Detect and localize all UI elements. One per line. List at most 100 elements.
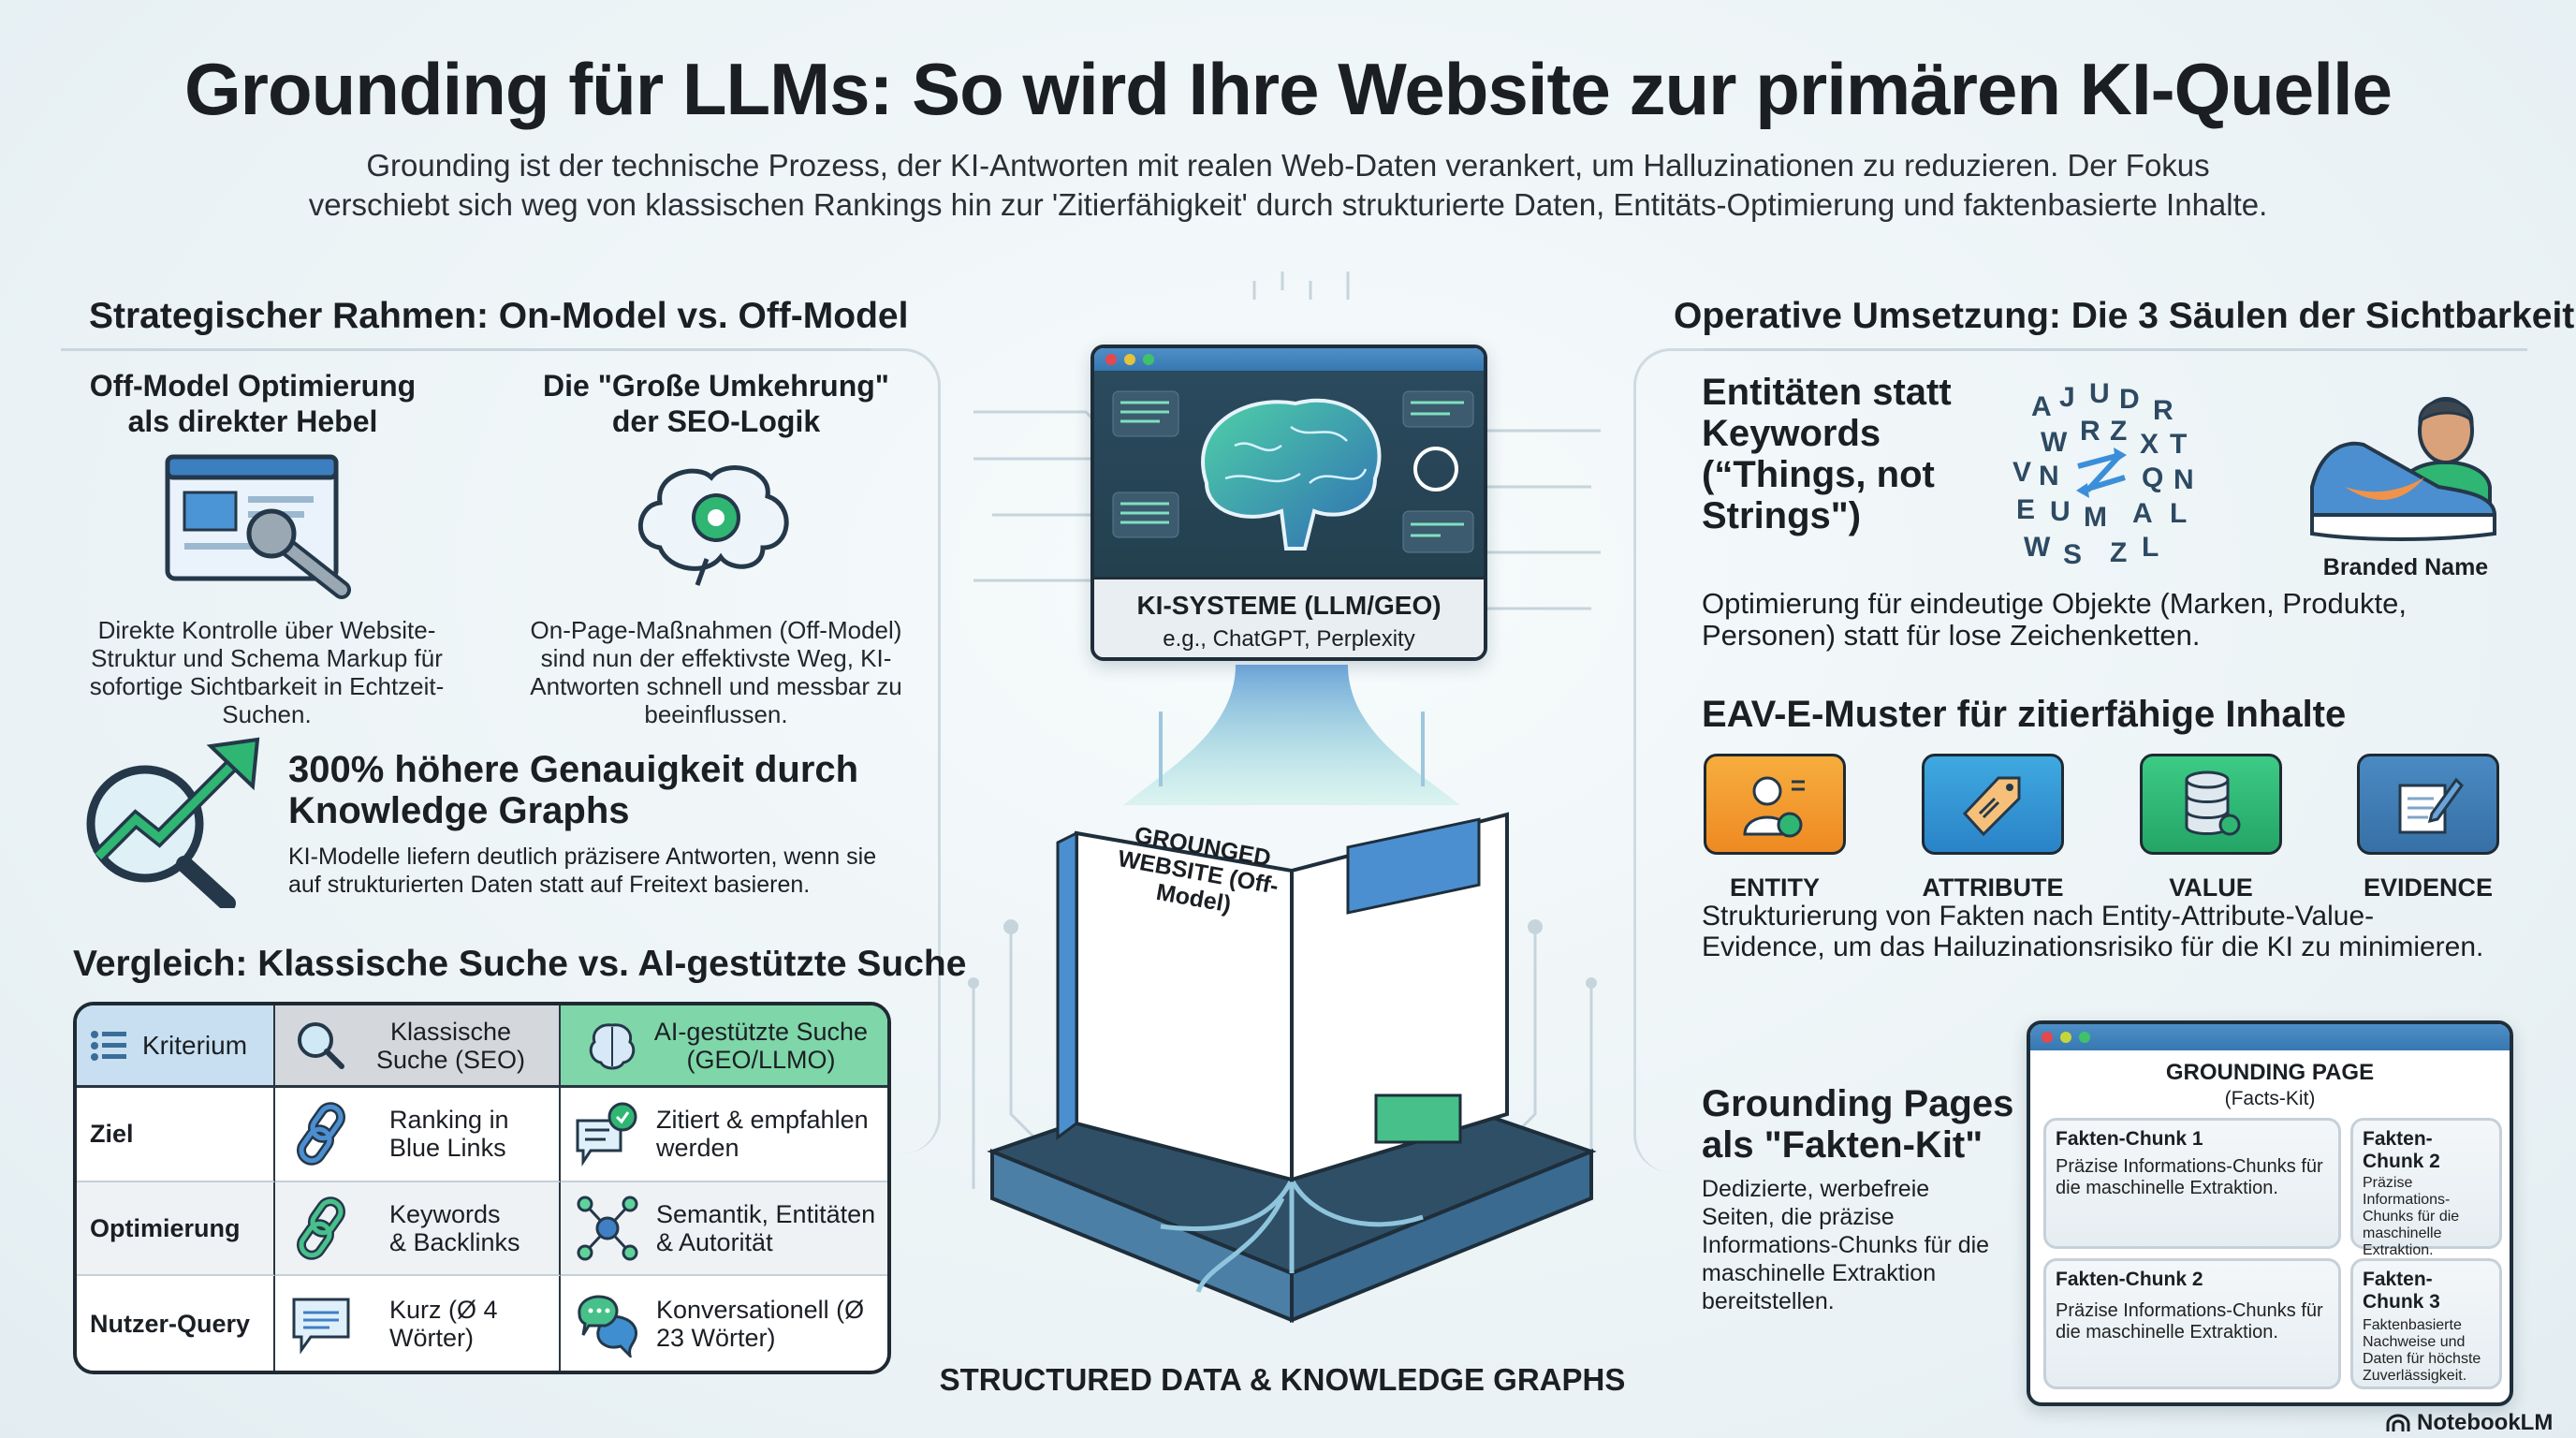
brand-label: NotebookLM bbox=[2417, 1410, 2554, 1435]
divider bbox=[1676, 348, 2527, 351]
header-label: Kriterium bbox=[142, 1030, 248, 1060]
section-frame bbox=[871, 348, 941, 1153]
chunk-text: Präzise Informations-Chunks für die masc… bbox=[2056, 1300, 2323, 1343]
cell-text: Semantik, Entitäten & Autorität bbox=[656, 1199, 876, 1256]
letter: R bbox=[2153, 395, 2174, 426]
eav-label: ATTRIBUTE bbox=[1922, 873, 2064, 902]
brain-icon bbox=[589, 1022, 636, 1069]
row-label-nutzer-query: Nutzer-Query bbox=[77, 1276, 275, 1371]
letter: W bbox=[2041, 427, 2068, 458]
entity-icon bbox=[1704, 754, 1846, 855]
entities-title: Entitäten statt Keywords (“Things, not S… bbox=[1702, 372, 1952, 536]
fakten-chunk-card: Fakten-Chunk 2 Präzise Informations-Chunk… bbox=[2043, 1258, 2341, 1389]
cell-text: Kurz (Ø 4 Wörter) bbox=[389, 1295, 498, 1352]
table-header-kriterium: Kriterium bbox=[77, 1005, 275, 1088]
window-titlebar bbox=[2030, 1024, 2510, 1050]
grounding-pages-desc: Dedizierte, werbefreie Seiten, die präzi… bbox=[1702, 1176, 1990, 1314]
close-dot-icon bbox=[1105, 354, 1117, 365]
letter: U bbox=[2050, 496, 2071, 527]
letter: L bbox=[2142, 532, 2159, 563]
umkehrung-desc: On-Page-Maßnahmen (Off-Model) sind nun d… bbox=[530, 616, 902, 728]
comparison-header: Vergleich: Klassische Suche vs. AI-gestü… bbox=[73, 944, 967, 984]
table-header-ai: AI-gestützte Suche (GEO/LLMO) bbox=[561, 1005, 887, 1088]
ki-systems-caption: KI-SYSTEME (LLM/GEO) e.g., ChatGPT, Perp… bbox=[1094, 577, 1484, 657]
ki-systems-subtitle: e.g., ChatGPT, Perplexity bbox=[1163, 626, 1415, 652]
eav-desc: Strukturierung von Fakten nach Entity-At… bbox=[1702, 901, 2484, 962]
eav-label: VALUE bbox=[2169, 873, 2253, 902]
document-pen-icon bbox=[2357, 754, 2499, 855]
umkehrung-title: Die "Große Umkehrung" der SEO-Logik bbox=[543, 369, 889, 438]
chunk-text: Präzise Informations-Chunks für die masc… bbox=[2363, 1175, 2460, 1258]
off-model-title: Off-Model Optimierung als direkter Hebel bbox=[89, 369, 417, 438]
ai-brain-icon bbox=[1094, 371, 1484, 577]
eav-entity: ENTITY bbox=[1704, 754, 1868, 902]
header-label: AI-gestützte Suche (GEO/LLMO) bbox=[653, 1017, 869, 1074]
chat-bubble-icon bbox=[292, 1298, 350, 1355]
letter: Z bbox=[2110, 537, 2128, 568]
person-sneaker-icon bbox=[2310, 397, 2496, 541]
letter-cloud: A J U D R R Z W X T V N Q N E U M A L W … bbox=[2012, 378, 2209, 575]
row-label-optimierung: Optimierung bbox=[77, 1181, 275, 1277]
subtitle-line: Grounding ist der technische Prozess, de… bbox=[366, 148, 2210, 183]
notebooklm-logo-icon bbox=[2386, 1414, 2410, 1431]
eav-evidence: EVIDENCE bbox=[2357, 754, 2522, 902]
divider bbox=[61, 348, 903, 351]
maximize-dot-icon bbox=[2079, 1032, 2090, 1043]
magnifier-growth-icon bbox=[86, 737, 260, 908]
letter: D bbox=[2119, 384, 2140, 415]
chunk-text: Präzise Informations-Chunks für die masc… bbox=[2056, 1156, 2323, 1198]
cell-seo-optimierung: Keywords & Backlinks bbox=[275, 1181, 561, 1277]
grounding-page-window: GROUNDING PAGE (Facts-Kit) Fakten-Chunk … bbox=[2027, 1020, 2513, 1406]
list-icon bbox=[91, 1030, 126, 1061]
cell-ai-optimierung: Semantik, Entitäten & Autorität bbox=[561, 1181, 887, 1277]
row-label-ziel: Ziel bbox=[77, 1088, 275, 1182]
eav-label: ENTITY bbox=[1729, 873, 1820, 902]
cell-ai-ziel: Zitiert & empfahlen werden bbox=[561, 1088, 887, 1182]
grounding-pages-title: Grounding Pages als "Fakten-Kit" bbox=[1702, 1083, 2014, 1166]
letter: N bbox=[2174, 464, 2194, 495]
letter: V bbox=[2012, 457, 2032, 488]
cell-text: Zitiert & empfahlen werden bbox=[656, 1106, 869, 1163]
eav-label: EVIDENCE bbox=[2363, 873, 2494, 902]
window-titlebar bbox=[1094, 348, 1484, 371]
cell-seo-nutzer-query: Kurz (Ø 4 Wörter) bbox=[275, 1276, 561, 1371]
ki-systems-title: KI-SYSTEME (LLM/GEO) bbox=[1136, 591, 1442, 620]
chunk-text: Faktenbasierte Nachweise und Daten für h… bbox=[2363, 1317, 2481, 1384]
minimize-dot-icon bbox=[2060, 1032, 2071, 1043]
cell-seo-ziel: Ranking in Blue Links bbox=[275, 1088, 561, 1182]
eav-value: VALUE bbox=[2140, 754, 2305, 902]
chat-check-icon bbox=[576, 1102, 637, 1167]
page-subtitle: Grounding ist der technische Prozess, de… bbox=[187, 146, 2389, 225]
header-label: Klassische Suche (SEO) bbox=[375, 1017, 526, 1074]
letter: A bbox=[2031, 391, 2052, 422]
letter: A bbox=[2132, 498, 2153, 529]
close-dot-icon bbox=[2042, 1032, 2053, 1043]
tag-icon bbox=[1922, 754, 2064, 855]
letter: R bbox=[2080, 416, 2100, 447]
operative-header: Operative Umsetzung: Die 3 Säulen der Si… bbox=[1674, 296, 2575, 336]
letter: Q bbox=[2142, 462, 2164, 493]
letter: Z bbox=[2110, 416, 2128, 447]
comparison-table: Kriterium Klassische Suche (SEO) AI-gest… bbox=[73, 1002, 891, 1374]
minimize-dot-icon bbox=[1124, 354, 1135, 365]
section-frame bbox=[1633, 348, 1704, 1172]
exchange-arrows-icon bbox=[2076, 448, 2127, 498]
letter: J bbox=[2059, 382, 2075, 413]
link-icon bbox=[296, 1196, 346, 1260]
letter: U bbox=[2089, 378, 2110, 409]
letter: S bbox=[2063, 539, 2083, 570]
page-title: Grounding für LLMs: So wird Ihre Website… bbox=[183, 48, 2393, 130]
link-icon bbox=[296, 1102, 346, 1167]
brain-gear-icon bbox=[637, 465, 789, 586]
ki-systems-window: KI-SYSTEME (LLM/GEO) e.g., ChatGPT, Perp… bbox=[1090, 345, 1487, 661]
chunk-title: Fakten-Chunk 2 bbox=[2056, 1269, 2203, 1290]
eav-title: EAV-E-Muster für zitierfähige Inhalte bbox=[1702, 694, 2347, 735]
letter: E bbox=[2016, 494, 2036, 525]
table-header-seo: Klassische Suche (SEO) bbox=[275, 1005, 561, 1088]
letter: L bbox=[2170, 498, 2188, 529]
cell-text: Ranking in Blue Links bbox=[389, 1106, 509, 1163]
letter: M bbox=[2084, 502, 2107, 533]
